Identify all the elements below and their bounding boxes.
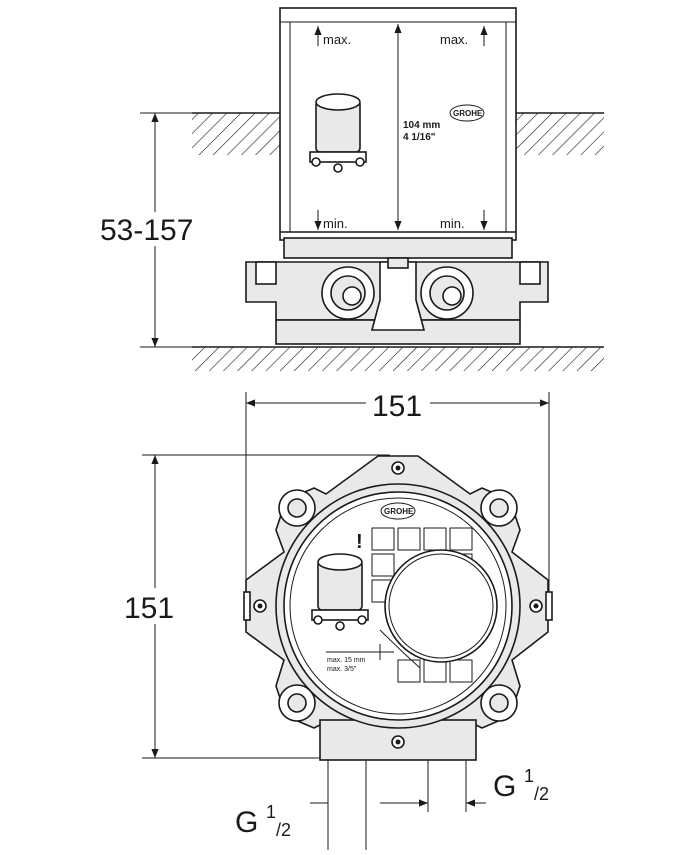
wall-hatch-left xyxy=(192,113,280,155)
cartridge-icon-front xyxy=(311,553,369,631)
cartridge-icon xyxy=(309,93,367,173)
grid-squares xyxy=(371,527,473,683)
side-view: max. max. min. min. 104 mm 4 1/16" GROHE xyxy=(95,7,604,371)
warning-icon: ! xyxy=(356,531,363,553)
min-label-right: min. xyxy=(440,216,465,231)
grohe-logo-side: GROHE xyxy=(449,104,485,122)
svg-text:/2: /2 xyxy=(276,820,291,840)
grohe-logo-front: GROHE xyxy=(380,502,416,520)
max-label-right: max. xyxy=(440,32,468,47)
screws xyxy=(243,461,553,749)
corner-lugs xyxy=(278,489,518,722)
width-label: 151 xyxy=(372,390,422,423)
min-label-left: min. xyxy=(323,216,348,231)
svg-text:G: G xyxy=(493,770,516,803)
floor-hatch xyxy=(192,347,604,371)
max-label-left: max. xyxy=(323,32,351,47)
base-body-side xyxy=(245,237,549,345)
front-view: 151 151 xyxy=(118,388,553,850)
thread-label-left: G 1 /2 xyxy=(235,802,291,840)
wall-hatch-right xyxy=(516,113,604,155)
depth-mm-label: 104 mm xyxy=(403,120,440,131)
max-3-5-label: max. 3/5" xyxy=(327,666,357,673)
spindle-housing xyxy=(384,549,498,663)
thread-label-right: G 1 /2 xyxy=(493,766,549,804)
depth-in-label: 4 1/16" xyxy=(403,132,436,143)
max-15mm-label: max. 15 mm xyxy=(327,657,366,664)
svg-text:GROHE: GROHE xyxy=(453,109,483,118)
height-label: 151 xyxy=(124,592,174,625)
height-range-label: 53-157 xyxy=(100,214,193,247)
svg-text:1: 1 xyxy=(266,802,276,822)
svg-text:GROHE: GROHE xyxy=(384,507,414,516)
svg-text:/2: /2 xyxy=(534,784,549,804)
svg-text:1: 1 xyxy=(524,766,534,786)
svg-text:G: G xyxy=(235,806,258,839)
